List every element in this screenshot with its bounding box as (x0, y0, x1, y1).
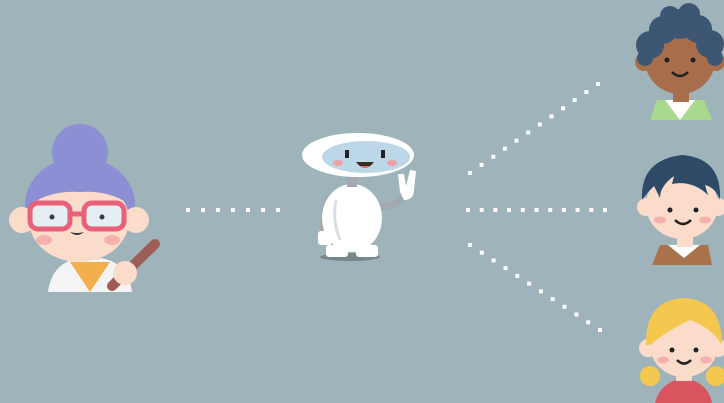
connector-dot (527, 282, 531, 286)
connector-dot (246, 208, 250, 212)
connector-dot (515, 274, 519, 278)
connector-dot (562, 208, 566, 212)
connector-dot (526, 131, 530, 135)
connector-dot (201, 208, 205, 212)
connector-dot (535, 208, 539, 212)
connector-dot (576, 208, 580, 212)
connector-dot (466, 208, 470, 212)
connector-dot (276, 208, 280, 212)
connector-dot (521, 208, 525, 212)
connector-dot (538, 123, 542, 127)
connector-dot (231, 208, 235, 212)
connector-dot (561, 106, 565, 110)
connector-dot (584, 90, 588, 94)
connector-dot (503, 147, 507, 151)
connector-dot (589, 208, 593, 212)
connector-dot (491, 155, 495, 159)
connector-dot (480, 251, 484, 255)
connector-dot (493, 208, 497, 212)
connector-dot (216, 208, 220, 212)
connector-dot (492, 259, 496, 263)
connector-dot (603, 208, 607, 212)
connector-dot (574, 313, 578, 317)
connector-dot (596, 82, 600, 86)
connector-dot (551, 297, 555, 301)
connector-dot (468, 243, 472, 247)
connector-dot (480, 208, 484, 212)
connector-dot (468, 171, 472, 175)
connector-dot (186, 208, 190, 212)
connector-dot (598, 328, 602, 332)
connector-dot (507, 208, 511, 212)
connector-dot (504, 266, 508, 270)
connector-dot (586, 320, 590, 324)
connector-dot (563, 305, 567, 309)
connector-dot (550, 114, 554, 118)
connector-dot (480, 163, 484, 167)
connector-dot (573, 98, 577, 102)
connector-dot (515, 139, 519, 143)
connector-dot (548, 208, 552, 212)
connector-dot (261, 208, 265, 212)
connector-dot (539, 289, 543, 293)
